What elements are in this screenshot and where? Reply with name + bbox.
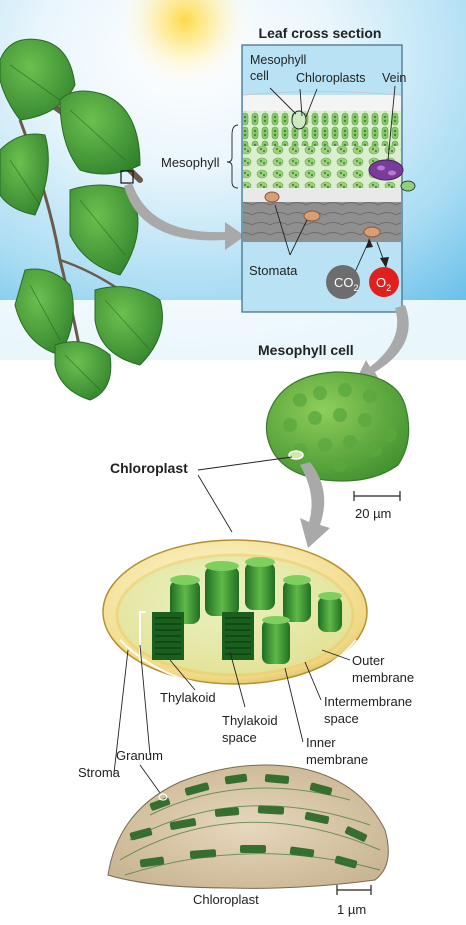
outer-membrane-label-2: membrane [352,670,414,685]
mesophyll-cell [265,371,410,482]
inner-membrane-label-1: Inner [306,735,336,750]
leaf-cross-section-title: Leaf cross section [259,25,382,41]
micrograph-caption: Chloroplast [193,892,259,907]
thylakoid-space-label-1: Thylakoid [222,713,278,728]
leaf [54,341,112,401]
mesophyll-cell-title: Mesophyll cell [258,342,354,358]
zoom-arrow-3 [300,462,330,548]
intermembrane-label-2: space [324,711,359,726]
thylakoid-label: Thylakoid [160,690,216,705]
leaf [14,268,74,356]
scale-bar-20um [353,491,401,501]
stroma-label: Stroma [78,765,121,780]
chloroplasts-label: Chloroplasts [296,71,365,85]
thylakoid-space-label-2: space [222,730,257,745]
stoma [363,226,381,238]
chloroplast-title: Chloroplast [110,460,188,476]
leaf-cross-section [226,44,416,313]
intermembrane-label-1: Intermembrane [324,694,412,709]
scale-bar-1um [336,885,372,895]
mesophyll-label: Mesophyll [161,155,220,170]
co2-label: CO2 [334,275,359,293]
o2-label: O2 [376,275,391,293]
o2-molecule [369,267,399,297]
sun [115,0,255,90]
mesophyll-cell-label-line2: cell [250,69,269,83]
zoom-marker [120,170,134,184]
outer-membrane-label-1: Outer [352,653,385,668]
leaf-branch [0,38,163,401]
stomata-label: Stomata [249,263,298,278]
scale-20um-label: 20 µm [355,506,391,521]
leaf [59,90,141,175]
chloroplast-micrograph [107,764,389,889]
scale-1um-label: 1 µm [337,902,366,917]
zoom-arrow-1 [124,183,245,250]
stoma [303,210,321,222]
leaf [0,38,76,121]
mesophyll-cell-label-line1: Mesophyll [250,53,306,67]
chloroplast-3d [102,539,368,690]
co2-molecule [326,265,360,299]
stoma [264,191,280,203]
leaf [0,133,49,216]
leaf [69,184,139,276]
vein-label: Vein [382,71,406,85]
granum-label: Granum [116,748,163,763]
inner-membrane-label-2: membrane [306,752,368,767]
